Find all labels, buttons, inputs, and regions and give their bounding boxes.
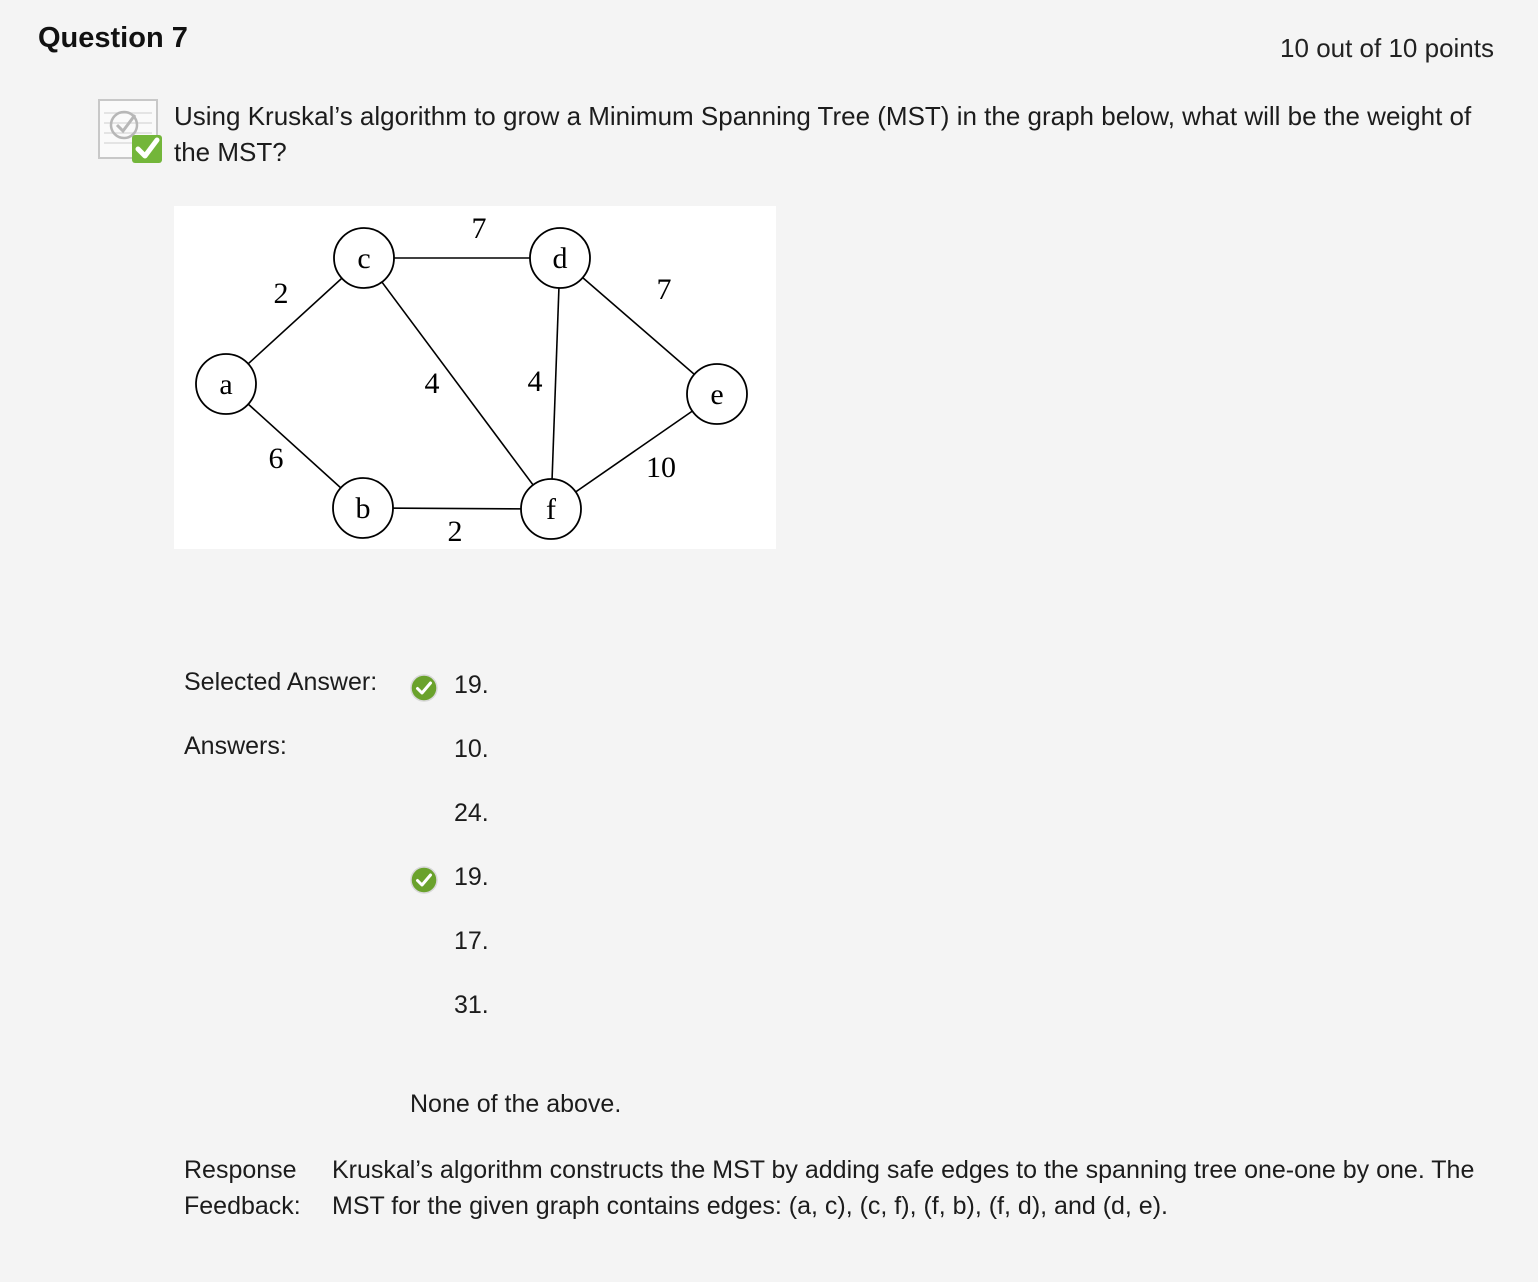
answer-option-text: 24. <box>454 798 489 827</box>
weight-f-e: 10 <box>646 451 676 484</box>
edge-c-f <box>363 257 552 510</box>
question-title: Question 7 <box>38 22 188 54</box>
graph-image: 2 6 7 4 4 7 2 10 a b c d e f <box>174 206 776 549</box>
edge-b-f <box>362 507 552 510</box>
answer-option: 10. <box>410 732 489 766</box>
selected-answer-row: 19. <box>410 668 489 702</box>
response-feedback-label: Response Feedback: <box>184 1156 301 1220</box>
node-b <box>332 477 394 539</box>
edge-a-c <box>225 257 365 385</box>
weight-b-f: 2 <box>448 515 463 548</box>
weight-c-f: 4 <box>425 367 440 400</box>
answer-option-text: 17. <box>454 926 489 955</box>
edge-d-e <box>559 257 718 395</box>
green-check-icon <box>410 866 438 894</box>
answers-label: Answers: <box>184 732 287 760</box>
weight-d-e: 7 <box>657 273 672 306</box>
weight-c-d: 7 <box>472 212 487 245</box>
green-check-icon <box>410 674 438 702</box>
answer-option-text: 31. <box>454 990 489 1019</box>
node-c-label: c <box>357 242 370 275</box>
graph-diagram: 2 6 7 4 4 7 2 10 a b c d e f <box>195 212 748 548</box>
answer-option: 24. <box>410 796 489 830</box>
weight-a-b: 6 <box>269 442 284 475</box>
question-text: Using Kruskal’s algorithm to grow a Mini… <box>174 101 1472 167</box>
node-e-label: e <box>710 378 723 411</box>
answer-option-text: 19. <box>454 862 489 891</box>
selected-answer-label: Selected Answer: <box>184 668 378 696</box>
correct-check-icon <box>98 99 162 163</box>
node-a-label: a <box>219 368 232 401</box>
weight-a-c: 2 <box>274 277 289 310</box>
node-e <box>686 363 748 425</box>
answer-option: 31. <box>410 988 489 1022</box>
edge-d-f <box>550 257 561 510</box>
node-b-label: b <box>356 492 371 525</box>
selected-answer-value: 19. <box>454 670 489 699</box>
node-d <box>529 227 591 289</box>
answer-option-text: 10. <box>454 734 489 763</box>
answer-option-none: None of the above. <box>410 1090 622 1118</box>
question-points: 10 out of 10 points <box>1280 33 1494 63</box>
response-feedback-text: Kruskal’s algorithm constructs the MST b… <box>332 1156 1475 1220</box>
answer-option: 17. <box>410 924 489 958</box>
node-f <box>520 478 582 540</box>
node-a <box>195 353 257 415</box>
edge-f-e <box>550 393 718 510</box>
node-d-label: d <box>553 242 568 275</box>
answer-option-correct: 19. <box>410 860 489 894</box>
node-c <box>333 227 395 289</box>
weight-d-f: 4 <box>528 365 543 398</box>
node-f-label: f <box>546 493 556 526</box>
